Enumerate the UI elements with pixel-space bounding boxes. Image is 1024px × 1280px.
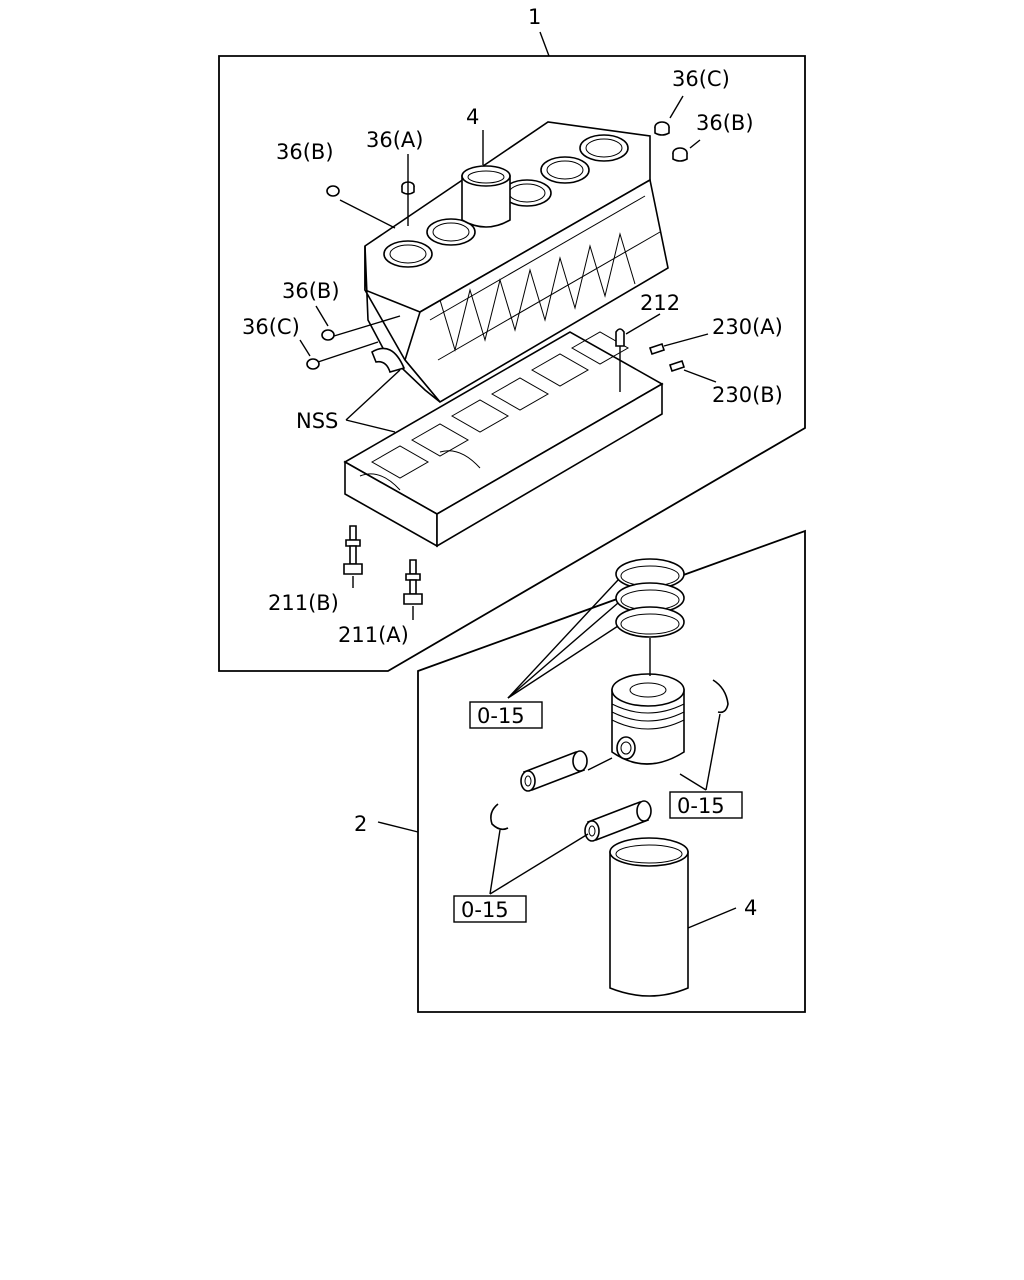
cylinder-block <box>364 121 669 404</box>
callout-4-bottom: 4 <box>744 896 757 920</box>
plug-36b-right-icon <box>672 147 688 162</box>
leader-lines <box>299 31 737 929</box>
callout-36b-side: 36(B) <box>282 279 340 303</box>
plug-36c-side-icon <box>306 358 320 370</box>
callout-36b-left: 36(B) <box>276 140 334 164</box>
callout-36a: 36(A) <box>366 128 423 152</box>
callout-ref-clip-right: 0-15 <box>677 794 725 818</box>
ref-box-rings <box>469 701 543 729</box>
plug-36b-left-icon <box>326 185 340 197</box>
snap-ring-right-icon <box>712 679 729 714</box>
callout-212: 212 <box>640 291 680 315</box>
piston <box>611 673 685 765</box>
callout-211b: 211(B) <box>268 591 339 615</box>
dowel-pin-212-icon <box>615 328 625 347</box>
callout-2: 2 <box>354 812 367 836</box>
callout-nss: NSS <box>296 409 338 433</box>
callout-36b-right: 36(B) <box>696 111 754 135</box>
cylinder-liner-large <box>609 837 689 997</box>
ref-box-clip-right <box>669 791 743 819</box>
callout-ref-clip-left: 0-15 <box>461 898 509 922</box>
callout-36c-side: 36(C) <box>242 315 300 339</box>
callout-211a: 211(A) <box>338 623 409 647</box>
cylinder-liner <box>461 165 511 228</box>
bolt-211a-icon <box>403 559 423 605</box>
snap-ring-left-icon <box>490 803 509 831</box>
callout-230a: 230(A) <box>712 315 783 339</box>
callout-4-top: 4 <box>466 105 479 129</box>
plug-36c-top-icon <box>654 121 670 136</box>
piston-pin-upper <box>520 750 588 792</box>
callout-1: 1 <box>528 5 541 29</box>
pin-230a-icon <box>648 342 666 356</box>
piston-rings <box>615 558 685 638</box>
bolt-211b-icon <box>343 525 363 575</box>
pin-230b-icon <box>668 359 686 373</box>
piston-pin-lower <box>584 800 652 842</box>
lower-crankcase <box>343 331 664 548</box>
ref-box-clip-left <box>453 895 527 923</box>
callout-ref-rings: 0-15 <box>477 704 525 728</box>
assembly-1-frame <box>218 55 806 672</box>
plug-36b-side-icon <box>321 329 335 341</box>
callout-230b: 230(B) <box>712 383 783 407</box>
callout-36c-top: 36(C) <box>672 67 730 91</box>
